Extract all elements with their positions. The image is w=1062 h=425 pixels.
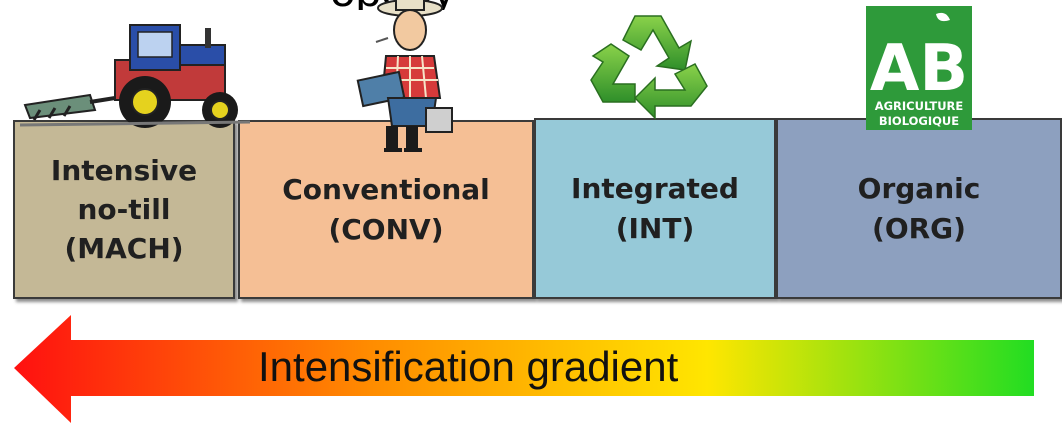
recycle-icon <box>590 15 708 120</box>
arrow-shape <box>14 315 1034 423</box>
ab-line1: AGRICULTURE <box>875 99 964 113</box>
tractor-icon <box>20 24 250 128</box>
category-label-mach: Intensive no-till (MACH) <box>50 153 198 266</box>
intensification-arrow <box>14 315 1034 423</box>
ab-letters: AB <box>870 32 968 106</box>
category-label-org: Organic (ORG) <box>857 172 981 245</box>
organic-ab-logo: AB AGRICULTURE BIOLOGIQUE <box>866 6 972 130</box>
category-box-mach: Intensive no-till (MACH) <box>13 120 235 299</box>
category-label-conv: Conventional (CONV) <box>282 173 490 246</box>
category-box-int: Integrated (INT) <box>534 118 776 299</box>
category-box-org: Organic (ORG) <box>776 118 1062 299</box>
arrow-label: Intensification gradient <box>258 343 679 390</box>
category-box-conv: Conventional (CONV) <box>238 120 534 299</box>
farmer-with-laptop-icon <box>356 0 453 152</box>
category-label-int: Integrated (INT) <box>571 172 739 245</box>
ab-line2: BIOLOGIQUE <box>879 114 959 128</box>
